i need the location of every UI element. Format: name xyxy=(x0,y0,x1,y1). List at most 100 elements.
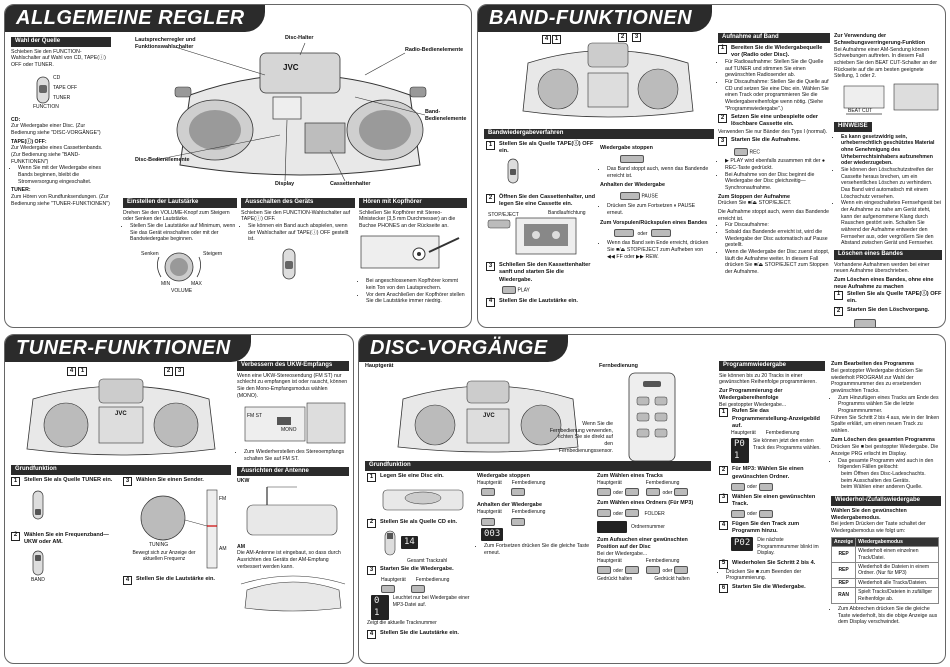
play-key-main-icon[interactable] xyxy=(381,585,395,594)
cassette-insert-illustration: Bandlaufrichtung STOP/EJECT xyxy=(486,210,596,260)
am-antenna-illustration xyxy=(240,575,346,612)
stoppen-label: Wiedergabe stoppen xyxy=(600,145,653,151)
banner-disc-vorgaenge: DISC-VORGÄNGE xyxy=(359,335,568,362)
prog-step-2-text: Für MP3: Wählen Sie einen gewünschten Or… xyxy=(732,466,804,480)
callout-cassette: Cassettenhalter xyxy=(330,181,371,187)
p2-folder-key-icon[interactable] xyxy=(731,482,745,491)
play-key-icon xyxy=(502,285,516,294)
ff-rew-illustration: oder xyxy=(614,229,710,238)
hinweis-3: Wenn ein eingeschaltetes Fernsehgerät be… xyxy=(841,200,942,247)
beat-cut-text: Bei Aufnahme einer AM-Sendung können Sch… xyxy=(834,46,938,80)
stop-key-main-icon[interactable] xyxy=(481,488,495,497)
switch-tuner-label: TUNER xyxy=(53,94,71,101)
banner-allgemeine-regler: ALLGEMEINE REGLER xyxy=(5,5,265,32)
prog-loesch-label: Zum Löschen des gesamten Programms xyxy=(831,437,935,444)
oder-2: oder xyxy=(662,489,673,496)
prog-text: Sie können bis zu 20 Tracks in einer gew… xyxy=(719,372,817,386)
oder-6: oder xyxy=(747,484,758,491)
bearb-label: Zum Bearbeiten des Programms xyxy=(831,361,914,367)
function-switch-icon xyxy=(507,158,519,184)
prog-sub: Bei gestoppter Wiedergabe... xyxy=(719,401,787,408)
rew-key-main-icon[interactable] xyxy=(597,566,611,575)
pause-label: PAUSE xyxy=(641,193,659,200)
prog-loesch-text: Drücken Sie ■ bei gestoppter Wiedergabe.… xyxy=(831,444,939,458)
stop-key-remote-icon[interactable] xyxy=(511,488,525,497)
fm-mode-illustration: FM ST MONO xyxy=(237,399,349,449)
gedrueckt-labels: Gedrückt halten Gedrückt halten xyxy=(597,576,709,582)
disc-stop-keys xyxy=(481,488,593,497)
prog-loesch-case-1: beim Öffnen des Disc-Ladeschachts. xyxy=(841,471,926,477)
hinweise-header: HINWEISE xyxy=(834,122,872,132)
function-switch-tuner-icon xyxy=(32,490,44,520)
p3-prev-key-icon[interactable] xyxy=(731,510,745,518)
prog-1-note: Sie können jetzt den ersten Track des Pr… xyxy=(753,438,821,451)
beat-cut-switch-icon xyxy=(843,83,939,115)
banner-band-funktionen: BAND-FUNKTIONEN xyxy=(478,5,713,32)
folder-up-key-icon[interactable] xyxy=(597,509,611,518)
repeat-indicator: RAN xyxy=(830,587,857,604)
ukw-text: Wenn eine UKW-Stereosendung (FM ST) nur … xyxy=(237,372,348,399)
fernbedienung-sub-label: Fernbedienung xyxy=(415,577,450,584)
oder-7: oder xyxy=(747,511,758,518)
prog-header: Programmwiedergabe xyxy=(719,361,825,371)
volume-knob-illustration: Senken Steigern MIN MAX VOLUME xyxy=(123,245,237,295)
callout-lautsprecher: Lautsprecherregler und Funktionswahlscha… xyxy=(135,37,196,50)
mono-label: MONO xyxy=(281,427,297,434)
prog-4-display: P02 Die nächste Programmnummer blinkt im… xyxy=(731,537,825,556)
p2-folder-key-2-icon[interactable] xyxy=(759,482,774,491)
prev-key-main-icon[interactable] xyxy=(597,488,611,497)
wahl-text: Schieben Sie den FUNCTION-Wahlschalter a… xyxy=(11,48,106,68)
prev-key-remote-icon[interactable] xyxy=(646,488,661,497)
remote-illustration[interactable] xyxy=(621,371,683,463)
boombox-disc-illustration xyxy=(397,380,579,453)
play-keys xyxy=(381,585,473,594)
prog-loesch-bullet-1: Das gesamte Programm wird auch in den fo… xyxy=(838,458,941,471)
prog-loesch-case-2: beim Ausschalten des Geräts. xyxy=(841,477,910,484)
bearb-text-2: Führen Sie Schritt 2 bis 4 aus, wie in d… xyxy=(831,414,940,434)
next-key-main-icon[interactable] xyxy=(625,488,640,497)
disc-track-folder: Zum Wählen eines Tracks Hauptgerät Fernb… xyxy=(597,473,709,583)
rew-key-remote-icon[interactable] xyxy=(646,566,661,575)
vorspulen-bullet: Wenn das Band sein Ende erreicht, drücke… xyxy=(607,240,710,260)
folder-label: FOLDER xyxy=(644,510,665,517)
brand-logo: JVC xyxy=(283,63,299,72)
tuning-knob-icon xyxy=(140,489,218,569)
volume-label: VOLUME xyxy=(171,287,193,294)
repeat-indicator: REP xyxy=(830,546,857,563)
play-label: PLAY xyxy=(517,287,530,294)
repeat-mode: Wiederholt die Dateien in einem Ordner. … xyxy=(855,561,939,579)
disc-pause-display: 003 xyxy=(481,527,593,542)
th-anzeige: Anzeige xyxy=(830,536,857,548)
pause-key-main-icon[interactable] xyxy=(481,517,495,526)
folder-down-key-icon[interactable] xyxy=(625,509,640,518)
gesamt-trackzahl-label: Gesamt Trackzahl xyxy=(407,557,448,564)
remote-control-icon xyxy=(628,372,676,462)
cd-label: CD: xyxy=(11,116,21,123)
play-key-remote-icon[interactable] xyxy=(411,585,425,594)
p3-next-key-icon[interactable] xyxy=(759,510,774,518)
callout-display: Display xyxy=(275,181,295,187)
lcd-folder xyxy=(597,521,627,534)
auf-step-1-text: Bereiten Sie die Wiedergabequelle vor (R… xyxy=(731,44,823,58)
prog-step-6-text: Starten Sie die Wiedergabe. xyxy=(732,583,806,590)
tuning-illustration: TUNING Bewegt sich zur Anzeige der aktue… xyxy=(123,486,233,572)
repeat-mode: Wiederholt einen einzelnen Track/Datei. xyxy=(855,546,939,563)
pause-key-remote-icon[interactable] xyxy=(511,517,525,526)
function-switch-cd-icon xyxy=(384,530,396,555)
next-key-remote-icon[interactable] xyxy=(674,488,689,497)
ff-key-main-icon[interactable] xyxy=(625,566,640,575)
ukw-bullet: Zum Wiederherstellen des Stereoempfangs … xyxy=(244,449,349,462)
prog-loesch-case-3: beim Wählen einer anderen Quelle. xyxy=(841,484,923,491)
wahl-header: Wahl der Quelle xyxy=(11,37,111,47)
ff-key-remote-icon[interactable] xyxy=(674,566,689,575)
stop-auf-label: Zum Stoppen der Aufnahme xyxy=(718,193,790,200)
